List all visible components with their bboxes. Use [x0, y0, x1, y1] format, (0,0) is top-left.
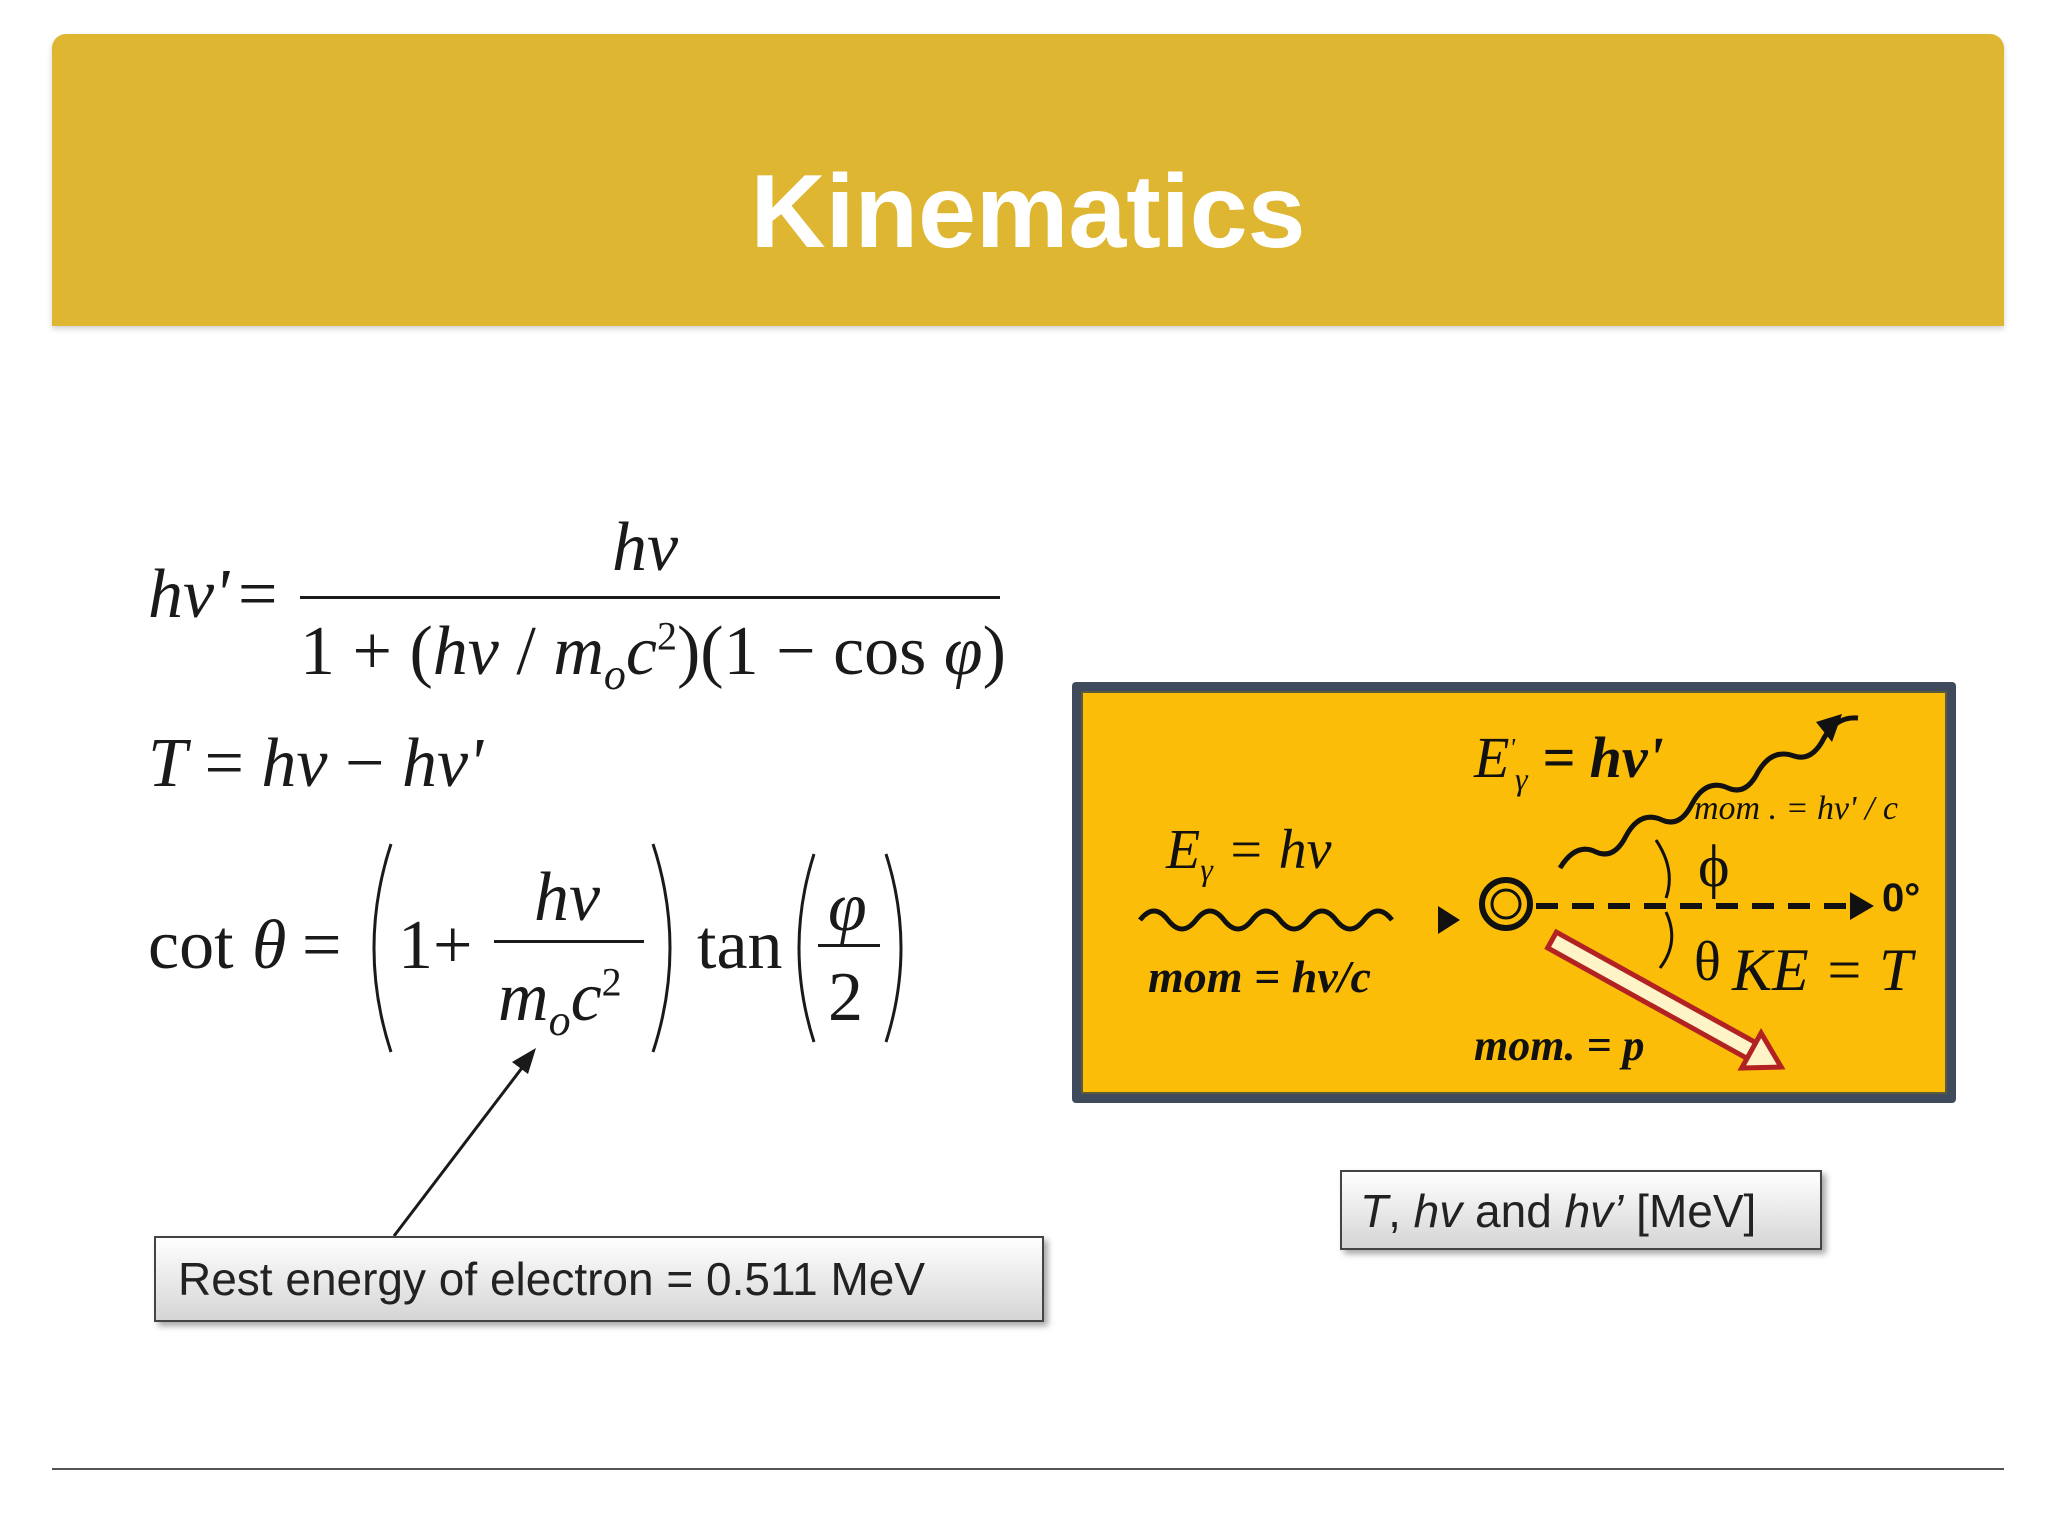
- eq1-den-slash: /: [498, 613, 554, 690]
- theta-angle-label: θ: [1694, 931, 1721, 993]
- eq3-two: 2: [828, 959, 863, 1036]
- eq2-equals: =: [186, 725, 262, 802]
- zero-degree-label: 0°: [1882, 876, 1921, 920]
- scattered-momentum-label: mom . = hv' / c: [1694, 790, 1898, 827]
- eq1-equals: =: [238, 556, 278, 633]
- eq3-phi: φ: [828, 869, 867, 946]
- eq1-den-phi: φ: [943, 613, 983, 690]
- eq1-fraction-bar: [300, 596, 1000, 599]
- eq3-den-c: c: [570, 959, 602, 1036]
- scattered-energy-label: E'γ = hv': [1474, 724, 1664, 798]
- eq3-equals: =: [302, 907, 342, 984]
- eq1-denominator: 1 + (hv / moc2)(1 − cos φ): [300, 612, 1006, 700]
- eq3-tan-parentheses: [797, 853, 903, 1043]
- units-hvprime: hv’: [1564, 1185, 1624, 1237]
- incident-momentum-label: mom = hv/c: [1148, 951, 1371, 1002]
- eq1-lhs: hv': [148, 556, 230, 633]
- eq3-right-paren: [651, 843, 672, 1053]
- eq1-den-sup-2: 2: [656, 613, 677, 659]
- eq2-hvprime: hv': [401, 725, 484, 802]
- eq1-numerator: hv: [612, 509, 679, 586]
- units-comma: ,: [1388, 1185, 1414, 1237]
- eq3-den-o: o: [548, 996, 571, 1045]
- eq1-den-start: 1 + (: [300, 613, 433, 690]
- units-and: and: [1462, 1185, 1565, 1237]
- incident-energy-label: Eγ = hv: [1166, 818, 1331, 888]
- eq2-hv: hv: [261, 725, 328, 802]
- eq3-den-2: 2: [601, 959, 622, 1005]
- scattered-E-sub: γ: [1515, 760, 1528, 797]
- eq3-den-m: m: [498, 959, 549, 1036]
- incident-photon-arrowhead: [1438, 906, 1460, 934]
- scattered-photon-arrowhead: [1816, 714, 1842, 742]
- eq3-tan: tan: [697, 907, 783, 984]
- units-callout: T, hv and hv’ [MeV]: [1340, 1170, 1822, 1250]
- eq1-den-c: c: [625, 613, 657, 690]
- zero-degree-arrowhead: [1850, 892, 1874, 920]
- eq3-denominator: moc2: [498, 958, 622, 1046]
- eq1-den-m: m: [553, 613, 604, 690]
- rest-energy-text: Rest energy of electron = 0.511 MeV: [178, 1253, 926, 1305]
- arrow-head: [512, 1048, 536, 1074]
- slide-title: Kinematics: [750, 154, 1306, 270]
- electron-ke-label: KE = T: [1732, 937, 1913, 1003]
- electron-inner-ring: [1490, 888, 1522, 920]
- eq1-den-close: ): [982, 613, 1006, 690]
- arrow-shaft: [392, 1059, 530, 1237]
- units-hv: hv: [1413, 1185, 1463, 1237]
- eq1-den-sub-o: o: [603, 650, 626, 699]
- rest-energy-callout: Rest energy of electron = 0.511 MeV: [154, 1236, 1044, 1322]
- incident-photon-wave: [1138, 908, 1394, 932]
- scattered-E: E: [1474, 725, 1510, 790]
- electron-trajectory-arrow: [1544, 928, 1786, 1071]
- eq3-left-paren: [372, 843, 393, 1053]
- incident-E-sub: γ: [1200, 851, 1213, 888]
- eq3-tan-fraction-bar: [818, 944, 880, 947]
- equation-kinetic-energy: T = hv − hv': [148, 724, 483, 804]
- units-text: T, hv and hv’ [MeV]: [1360, 1184, 1756, 1238]
- eq3-tan-right-paren: [884, 853, 903, 1043]
- scattered-E-rhs: = hv': [1527, 725, 1664, 790]
- eq3-theta: θ: [252, 907, 287, 984]
- incident-E: E: [1166, 819, 1201, 881]
- units-T: T: [1360, 1185, 1389, 1237]
- scattered-E-sup: ': [1509, 733, 1515, 763]
- eq2-minus: −: [327, 725, 402, 802]
- diagram-graphic: [1072, 682, 1956, 1103]
- eq3-parentheses-left: [372, 843, 672, 1053]
- electron-outer-ring: [1479, 877, 1533, 931]
- electron-momentum-label: mom. = p: [1474, 1021, 1645, 1070]
- scattered-photon-wave: [1557, 715, 1859, 870]
- eq3-tan-left-paren: [797, 853, 816, 1043]
- eq3-cot: cot: [148, 907, 234, 984]
- eq2-T: T: [148, 725, 187, 802]
- eq3-numerator: hv: [534, 859, 601, 936]
- incident-E-rhs: = hv: [1212, 819, 1332, 881]
- footer-divider: [52, 1468, 2004, 1470]
- compton-scattering-diagram: Eγ = hv mom = hv/c E'γ = hv' mom . = hv'…: [1070, 680, 1958, 1105]
- eq3-one-plus: 1+: [398, 907, 473, 984]
- theta-arc: [1658, 911, 1674, 969]
- phi-angle-label: ϕ: [1698, 833, 1730, 899]
- phi-arc: [1654, 839, 1671, 899]
- callout-pointer-arrow: [392, 1048, 536, 1237]
- units-unit: [MeV]: [1623, 1185, 1757, 1237]
- electron-arrow-head: [1737, 1028, 1786, 1071]
- eq3-fraction-bar: [494, 940, 644, 943]
- eq1-den-middle: )(1 − cos: [676, 613, 944, 690]
- title-banner: Kinematics: [52, 34, 2004, 326]
- eq1-den-hv: hv: [432, 613, 499, 690]
